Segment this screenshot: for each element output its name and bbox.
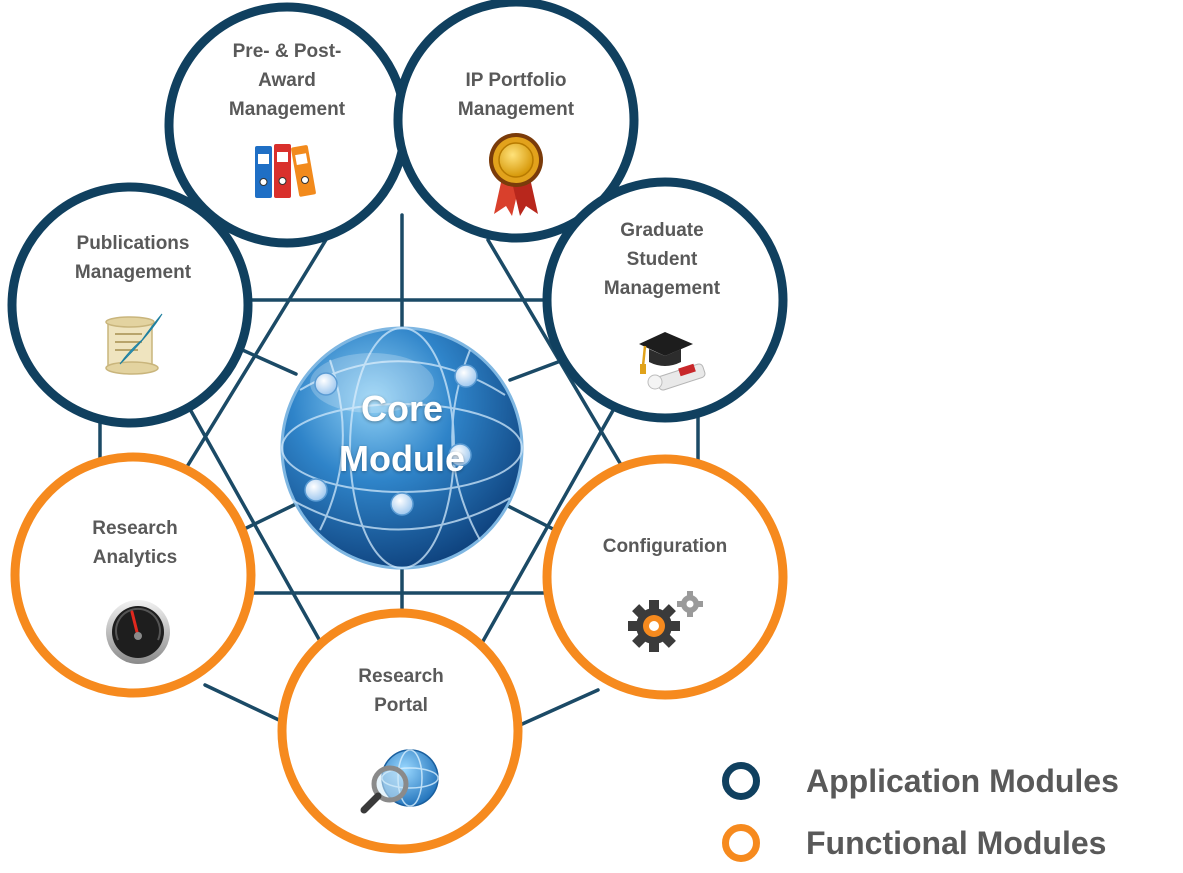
spoke: [236, 346, 298, 376]
network-node-dots: [304, 364, 478, 516]
module-label-ip-portfolio: IP Portfolio Management: [457, 70, 575, 120]
gears-icon: [628, 591, 703, 652]
cross-line: [183, 223, 337, 472]
award-rosette-icon: [489, 133, 543, 216]
module-ring-graduate-student: [542, 177, 788, 423]
legend-functional-label: Functional Modules: [806, 825, 1107, 861]
legend-application-marker: [722, 762, 760, 800]
core-globe-icon: [280, 326, 524, 570]
spoke: [508, 360, 560, 382]
cross-line: [180, 393, 327, 652]
module-ring-ip-portfolio: [393, 0, 639, 243]
module-label-configuration: Configuration: [602, 536, 728, 557]
binders-icon: [255, 144, 316, 198]
module-ring-research-portal: [277, 608, 523, 854]
legend-application-label: Application Modules: [806, 763, 1119, 799]
legend-functional-marker: [722, 824, 760, 862]
module-label-pre-post-award: Pre- & Post- Award Management: [228, 41, 346, 120]
core-module-label: Core Module: [339, 388, 465, 479]
module-label-publications: Publications Management: [74, 233, 192, 283]
scroll-quill-icon: [105, 313, 163, 375]
module-ring-configuration: [542, 454, 788, 700]
graduation-cap-icon: [639, 332, 706, 391]
cross-line: [476, 396, 622, 652]
globe-magnifier-icon: [360, 749, 439, 814]
module-label-research-portal: Research Portal: [358, 666, 444, 716]
module-label-graduate-student: Graduate Student Management: [603, 220, 721, 299]
module-ring-publications: [7, 182, 253, 428]
module-ring-research-analytics: [10, 452, 256, 698]
gauge-icon: [106, 600, 170, 664]
ring-edge: [518, 688, 600, 727]
module-label-research-analytics: Research Analytics: [92, 518, 178, 568]
spoke: [236, 502, 298, 534]
